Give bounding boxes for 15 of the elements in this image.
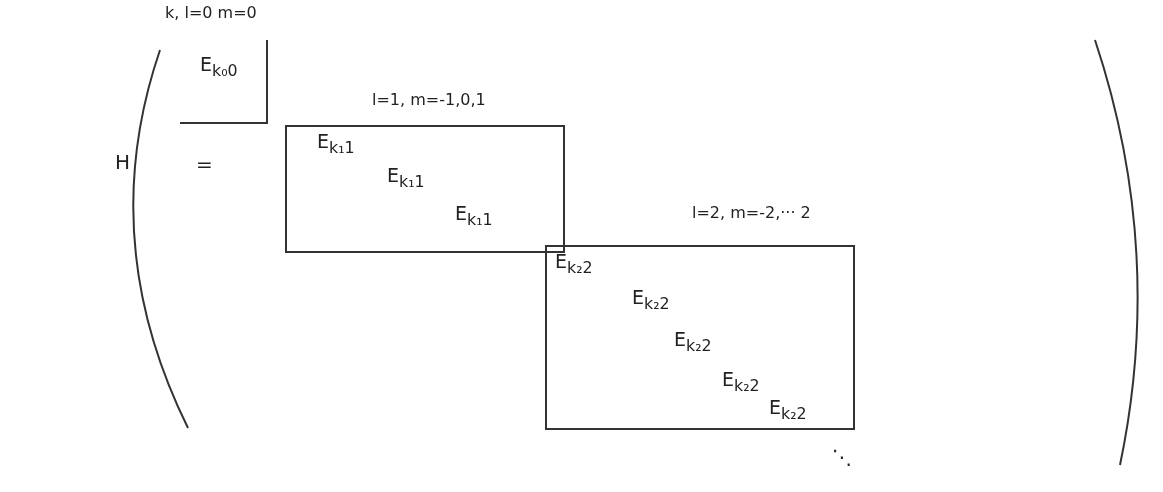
block-heading: k, l=0 m=0 bbox=[165, 4, 257, 22]
matrix-entry: E$_{k₂2}$ bbox=[555, 251, 593, 277]
matrix-symbol: H bbox=[115, 150, 131, 174]
matrix-entry: E$_{k₁1}$ bbox=[455, 203, 493, 229]
block-heading: l=2, m=-2,··· 2 bbox=[692, 204, 811, 222]
matrix-entry: E$_{k₂2}$ bbox=[769, 397, 807, 423]
matrix-entry: E$_{k₁1}$ bbox=[387, 165, 425, 191]
block-heading: l=1, m=-1,0,1 bbox=[372, 91, 486, 109]
matrix-entry: E$_{k₂2}$ bbox=[674, 329, 712, 355]
equals-sign: = bbox=[196, 152, 213, 176]
ellipsis-dots: ⋱ bbox=[832, 445, 852, 469]
matrix-entry: E$_{k₂2}$ bbox=[632, 287, 670, 313]
matrix-entry: E$_{k₀0}$ bbox=[200, 54, 238, 80]
matrix-entry: E$_{k₂2}$ bbox=[722, 369, 760, 395]
matrix-entry: E$_{k₁1}$ bbox=[317, 131, 355, 157]
